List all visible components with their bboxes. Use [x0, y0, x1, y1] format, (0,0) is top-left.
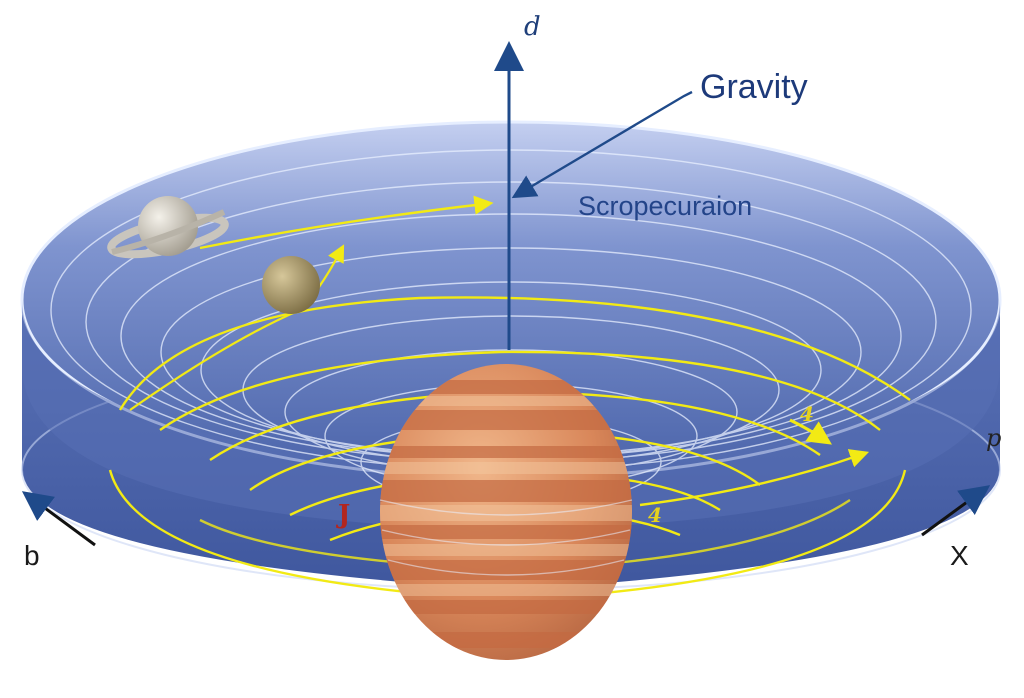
gravity-label: Gravity [700, 68, 808, 106]
yellow-marker-right-label: 4 [800, 402, 814, 426]
yellow-marker-left-label: 4 [648, 503, 662, 527]
trajectory-right-upper [789, 418, 832, 445]
field-label: Scropecuraion [578, 191, 753, 221]
moon-planet-icon [262, 256, 320, 314]
trajectory-right [639, 449, 870, 507]
trajectory-saturn [199, 195, 494, 250]
trajectory-moon [129, 244, 345, 411]
disk-surface [22, 122, 1000, 478]
banded-gas-giant-icon [379, 364, 633, 660]
disk-band [22, 300, 1000, 530]
left-axis-arrow [21, 491, 96, 547]
left-axis-label: b [24, 540, 40, 571]
red-marker-label: J [338, 500, 351, 530]
ringed-planet-icon [107, 196, 229, 259]
axis-top-label: d [524, 12, 541, 42]
gravity-pointer [511, 90, 693, 199]
right-axis-label: X [950, 540, 969, 571]
right-edge-label: p [986, 424, 1002, 452]
right-axis-arrow [921, 485, 991, 537]
